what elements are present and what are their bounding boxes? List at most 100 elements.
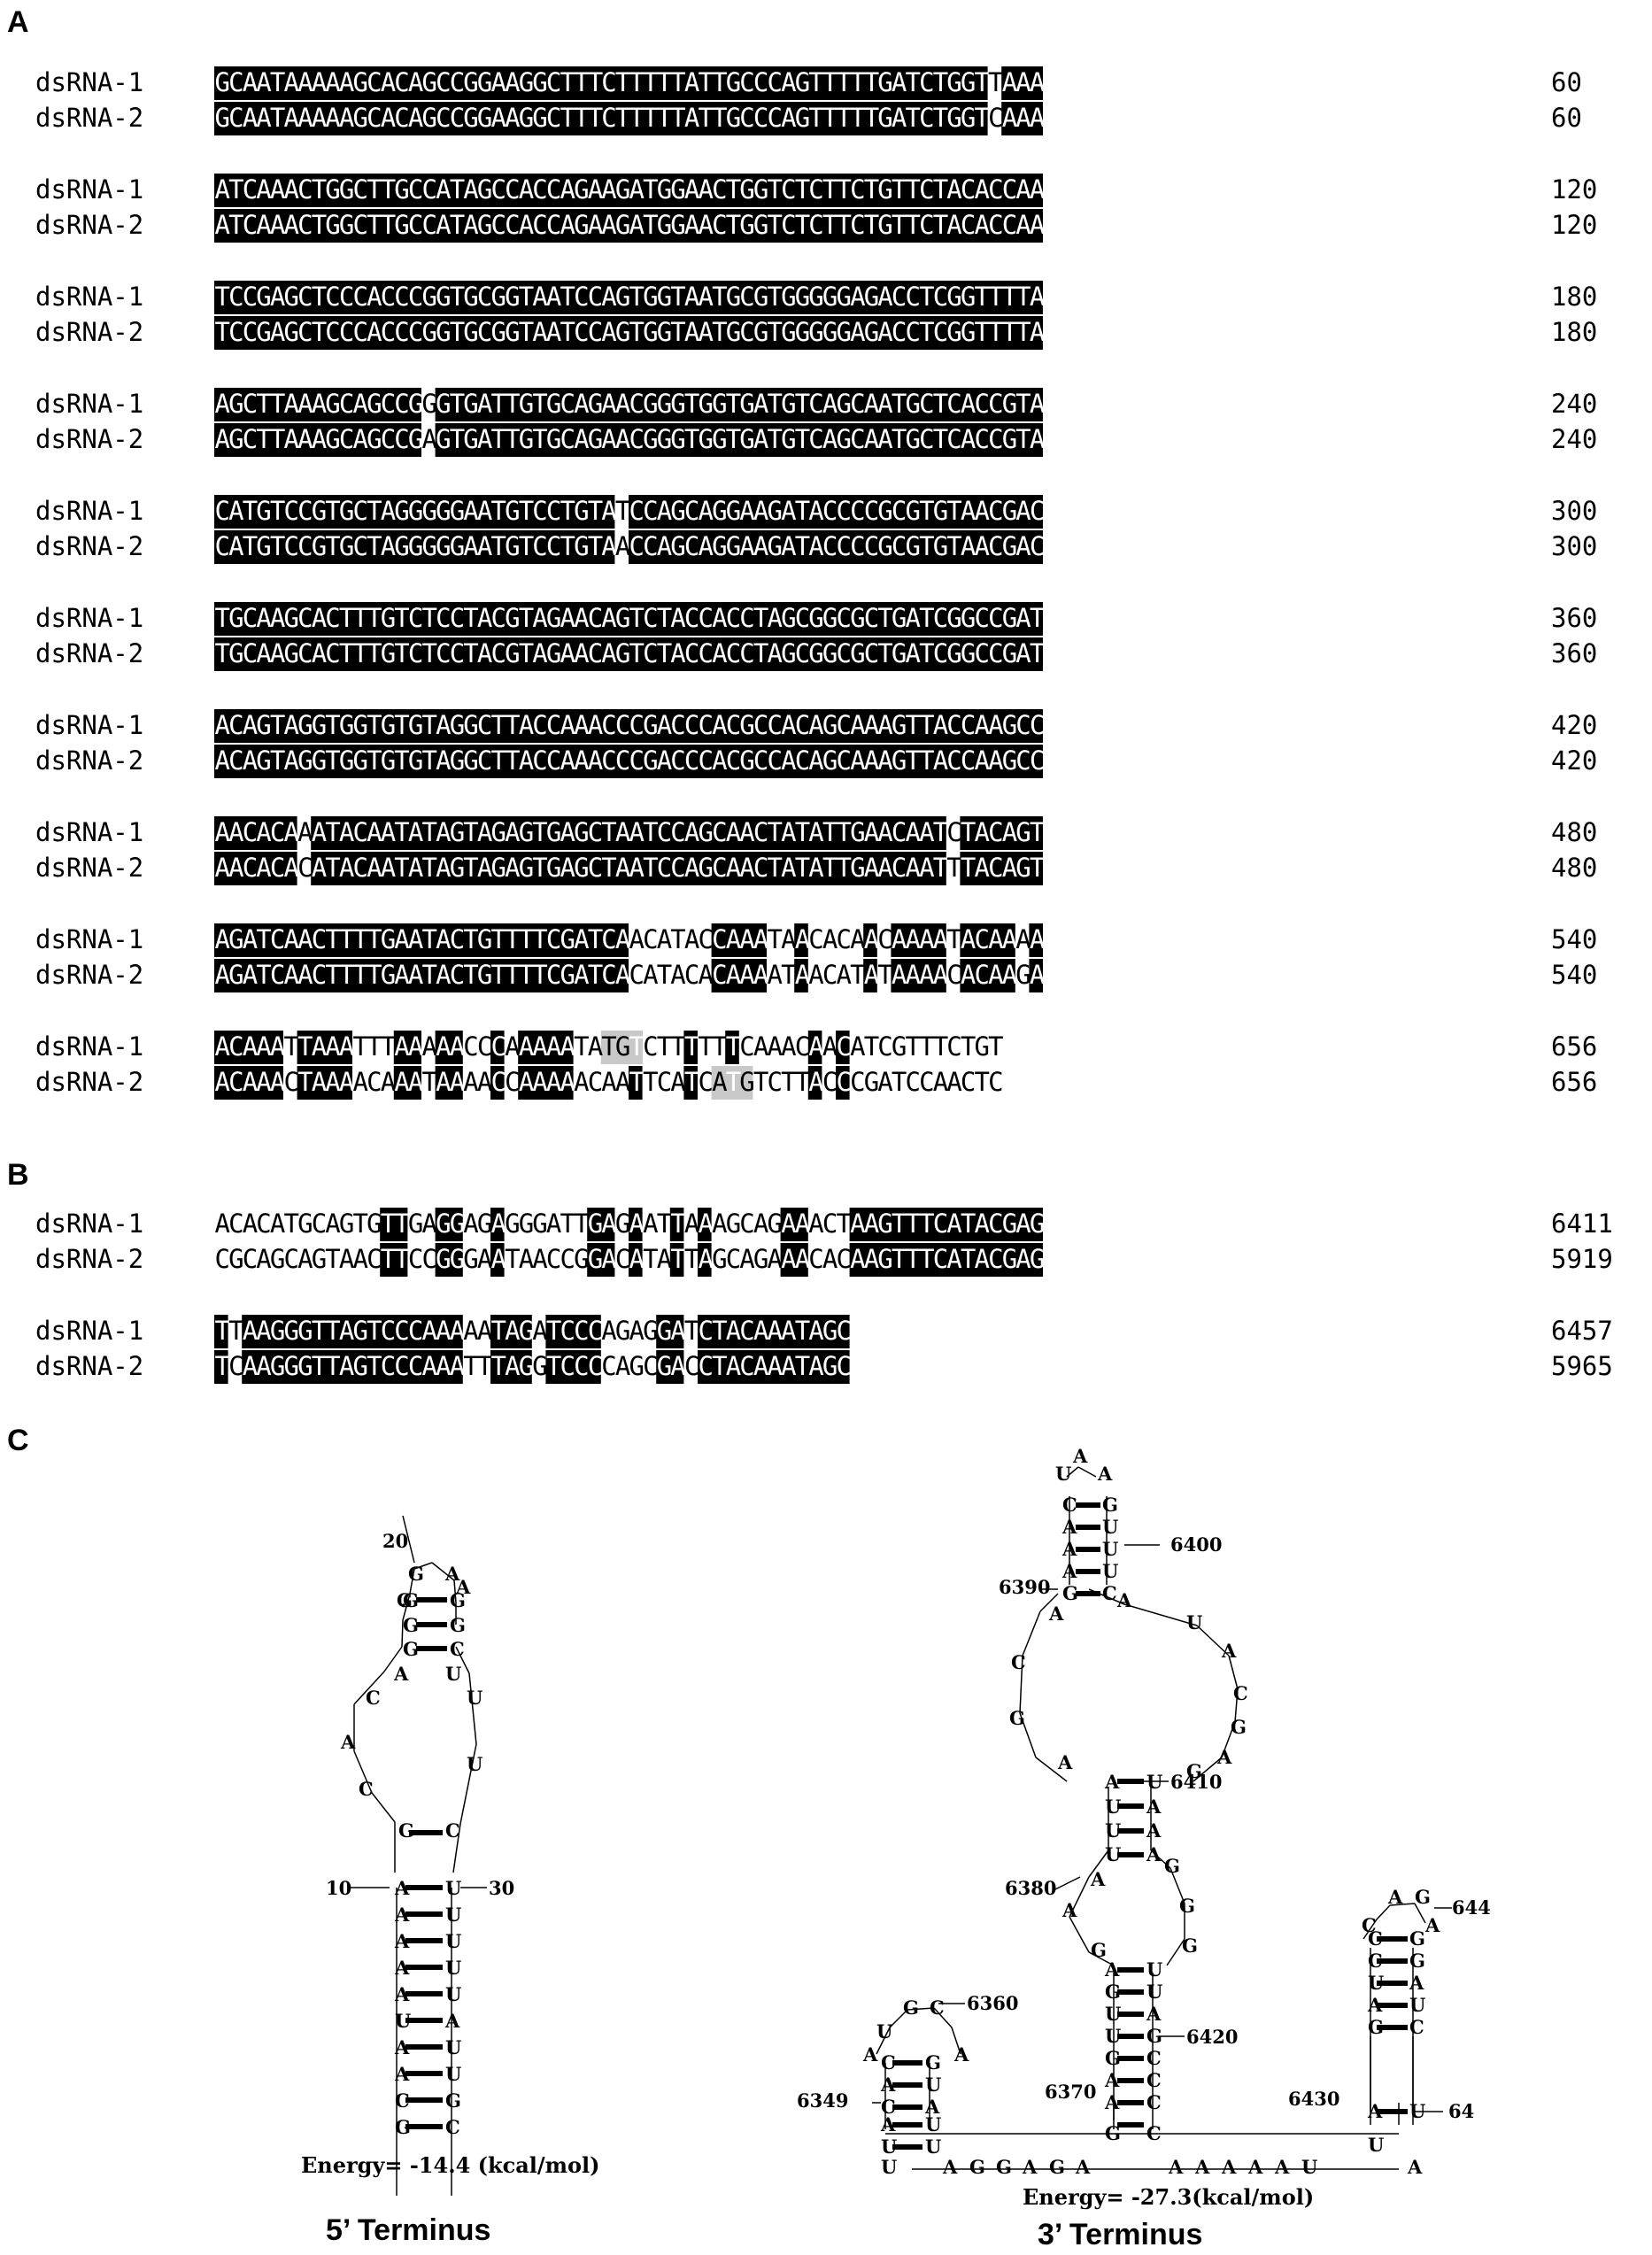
base: G bbox=[436, 531, 451, 561]
conserved-shade bbox=[214, 530, 615, 564]
base: C bbox=[795, 745, 810, 776]
base: G bbox=[381, 745, 396, 776]
base: C bbox=[408, 317, 423, 347]
base: A bbox=[381, 67, 396, 97]
base: T bbox=[712, 1316, 727, 1346]
base: T bbox=[450, 389, 465, 419]
base: A bbox=[643, 960, 658, 990]
base: C bbox=[353, 282, 368, 312]
svg-text:G: G bbox=[450, 1589, 466, 1611]
svg-text:A: A bbox=[1072, 1445, 1088, 1467]
base: A bbox=[243, 960, 258, 990]
base: A bbox=[381, 103, 396, 133]
base: T bbox=[933, 389, 948, 419]
base: A bbox=[436, 1067, 451, 1097]
base: C bbox=[394, 67, 409, 97]
conserved-shade bbox=[380, 1208, 408, 1241]
base: A bbox=[463, 496, 478, 526]
base: G bbox=[850, 853, 865, 883]
base: C bbox=[215, 531, 230, 561]
base: C bbox=[975, 960, 990, 990]
base: T bbox=[1002, 317, 1017, 347]
base: A bbox=[408, 103, 423, 133]
base: A bbox=[574, 710, 589, 740]
base: T bbox=[837, 853, 852, 883]
base: A bbox=[684, 853, 699, 883]
base: T bbox=[670, 317, 685, 347]
base: A bbox=[463, 174, 478, 205]
base: G bbox=[739, 710, 754, 740]
sequence-name: dsRNA-1 bbox=[35, 282, 143, 312]
base: A bbox=[1015, 638, 1031, 668]
base: G bbox=[228, 1244, 243, 1274]
base: C bbox=[795, 638, 810, 668]
base: C bbox=[892, 817, 907, 847]
base: A bbox=[906, 960, 921, 990]
base: A bbox=[753, 1209, 768, 1239]
base: T bbox=[699, 67, 714, 97]
sequence-name: dsRNA-1 bbox=[35, 710, 143, 740]
svg-text:A: A bbox=[1387, 1886, 1403, 1908]
base: G bbox=[615, 317, 630, 347]
base: A bbox=[256, 1031, 271, 1062]
base: A bbox=[877, 853, 892, 883]
svg-text:A: A bbox=[862, 2043, 878, 2066]
base: A bbox=[215, 853, 230, 883]
base: G bbox=[1002, 1244, 1017, 1274]
base: T bbox=[325, 960, 340, 990]
conserved-shade bbox=[435, 1243, 463, 1277]
base: G bbox=[353, 67, 368, 97]
base: A bbox=[215, 817, 230, 847]
base: T bbox=[670, 1031, 685, 1062]
base: G bbox=[436, 317, 451, 347]
svg-text:G: G bbox=[1231, 1716, 1247, 1738]
base: C bbox=[933, 1244, 948, 1274]
conserved-shade bbox=[656, 1350, 684, 1384]
base: A bbox=[436, 745, 451, 776]
base: T bbox=[975, 1067, 990, 1097]
base: C bbox=[367, 1244, 382, 1274]
base: A bbox=[946, 1244, 961, 1274]
base: T bbox=[629, 317, 645, 347]
base: A bbox=[670, 638, 685, 668]
base: C bbox=[892, 496, 907, 526]
svg-text:A: A bbox=[1061, 1538, 1077, 1560]
base: C bbox=[560, 1244, 575, 1274]
base: A bbox=[436, 924, 451, 954]
base: G bbox=[946, 67, 961, 97]
base: G bbox=[519, 424, 534, 454]
base: C bbox=[615, 745, 630, 776]
base: G bbox=[228, 603, 243, 633]
base: A bbox=[574, 745, 589, 776]
base: A bbox=[753, 531, 768, 561]
base: C bbox=[712, 924, 727, 954]
base: G bbox=[864, 282, 879, 312]
base: G bbox=[505, 1209, 520, 1239]
base: T bbox=[864, 1031, 879, 1062]
base: G bbox=[961, 603, 976, 633]
base: C bbox=[532, 210, 547, 240]
conserved-shade bbox=[311, 852, 946, 885]
svg-text:C: C bbox=[930, 1996, 945, 2019]
base: T bbox=[367, 745, 382, 776]
base: G bbox=[1030, 1244, 1045, 1274]
base: A bbox=[601, 603, 616, 633]
base: T bbox=[519, 531, 534, 561]
conserved-shade bbox=[214, 66, 988, 100]
base: C bbox=[450, 960, 465, 990]
base: G bbox=[381, 960, 396, 990]
base: C bbox=[946, 960, 961, 990]
conserved-shade bbox=[807, 1066, 822, 1100]
base: T bbox=[822, 103, 838, 133]
base: G bbox=[657, 174, 672, 205]
base: T bbox=[560, 67, 575, 97]
base: C bbox=[491, 210, 506, 240]
base: G bbox=[781, 317, 796, 347]
base: A bbox=[739, 1244, 754, 1274]
base: T bbox=[353, 960, 368, 990]
base: A bbox=[215, 1067, 230, 1097]
base: T bbox=[795, 424, 810, 454]
base: G bbox=[546, 603, 561, 633]
base: T bbox=[643, 174, 658, 205]
base: A bbox=[1002, 960, 1017, 990]
